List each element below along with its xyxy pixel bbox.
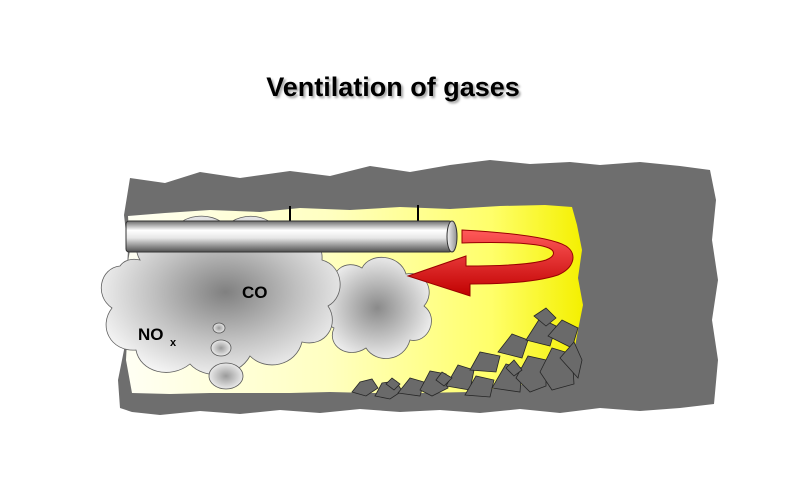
gas-bubble (212, 322, 226, 334)
airflow-arrow (406, 229, 574, 297)
rock-pile (351, 307, 583, 400)
nox-subscript: x (170, 337, 177, 349)
co-label: CO (242, 283, 268, 302)
gas-bubble (208, 362, 244, 390)
gas-bubble (210, 339, 232, 357)
duct-outlet (446, 220, 458, 253)
small-gas-cloud (322, 256, 432, 359)
page-title: Ventilation of gases (266, 72, 520, 102)
nox-label: NO (138, 325, 164, 344)
ventilation-duct (125, 220, 453, 253)
